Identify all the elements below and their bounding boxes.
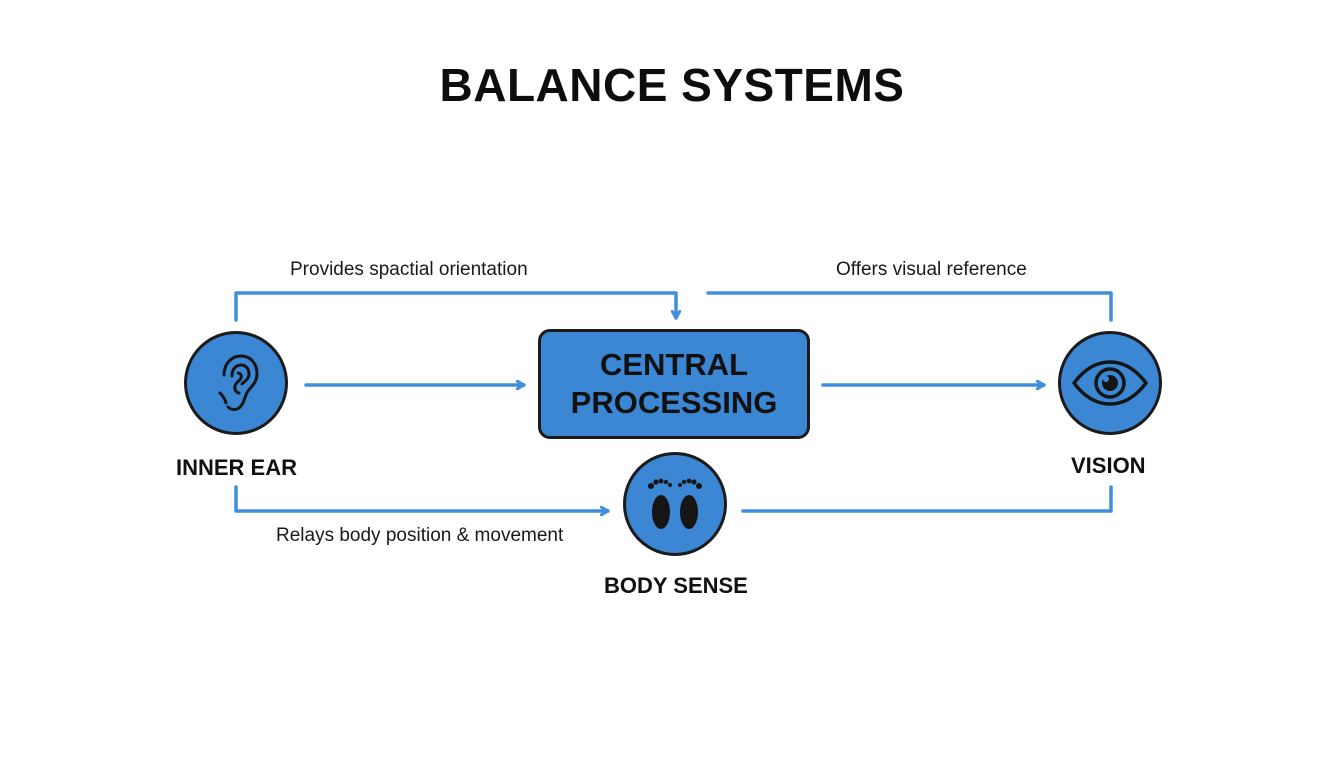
ear-icon	[218, 354, 259, 411]
inner-ear-label: INNER EAR	[176, 455, 298, 480]
diagram-title: BALANCE SYSTEMS	[439, 59, 905, 111]
central-processing-line2: PROCESSING	[570, 385, 778, 420]
vision-label: VISION	[1071, 453, 1146, 478]
body-sense-node	[623, 452, 727, 556]
label-body-position: Relays body position & movement	[276, 525, 564, 546]
central-processing-box: CENTRAL PROCESSING	[538, 329, 810, 439]
label-spatial-orientation: Provides spactial orientation	[290, 259, 528, 280]
connector-inner-ear-to-center-top	[234, 291, 676, 322]
inner-ear-node	[184, 331, 288, 435]
connector-vision-to-center-top	[706, 291, 1113, 322]
body-sense-label: BODY SENSE	[604, 573, 748, 598]
label-visual-reference: Offers visual reference	[836, 259, 1027, 280]
arrow-inner-ear-to-body-sense	[234, 485, 610, 511]
central-processing-line1: CENTRAL	[599, 347, 749, 382]
connector-body-sense-to-vision	[741, 485, 1113, 513]
footprints-icon	[648, 478, 702, 529]
vision-node	[1058, 331, 1162, 435]
eye-icon	[1072, 360, 1148, 406]
